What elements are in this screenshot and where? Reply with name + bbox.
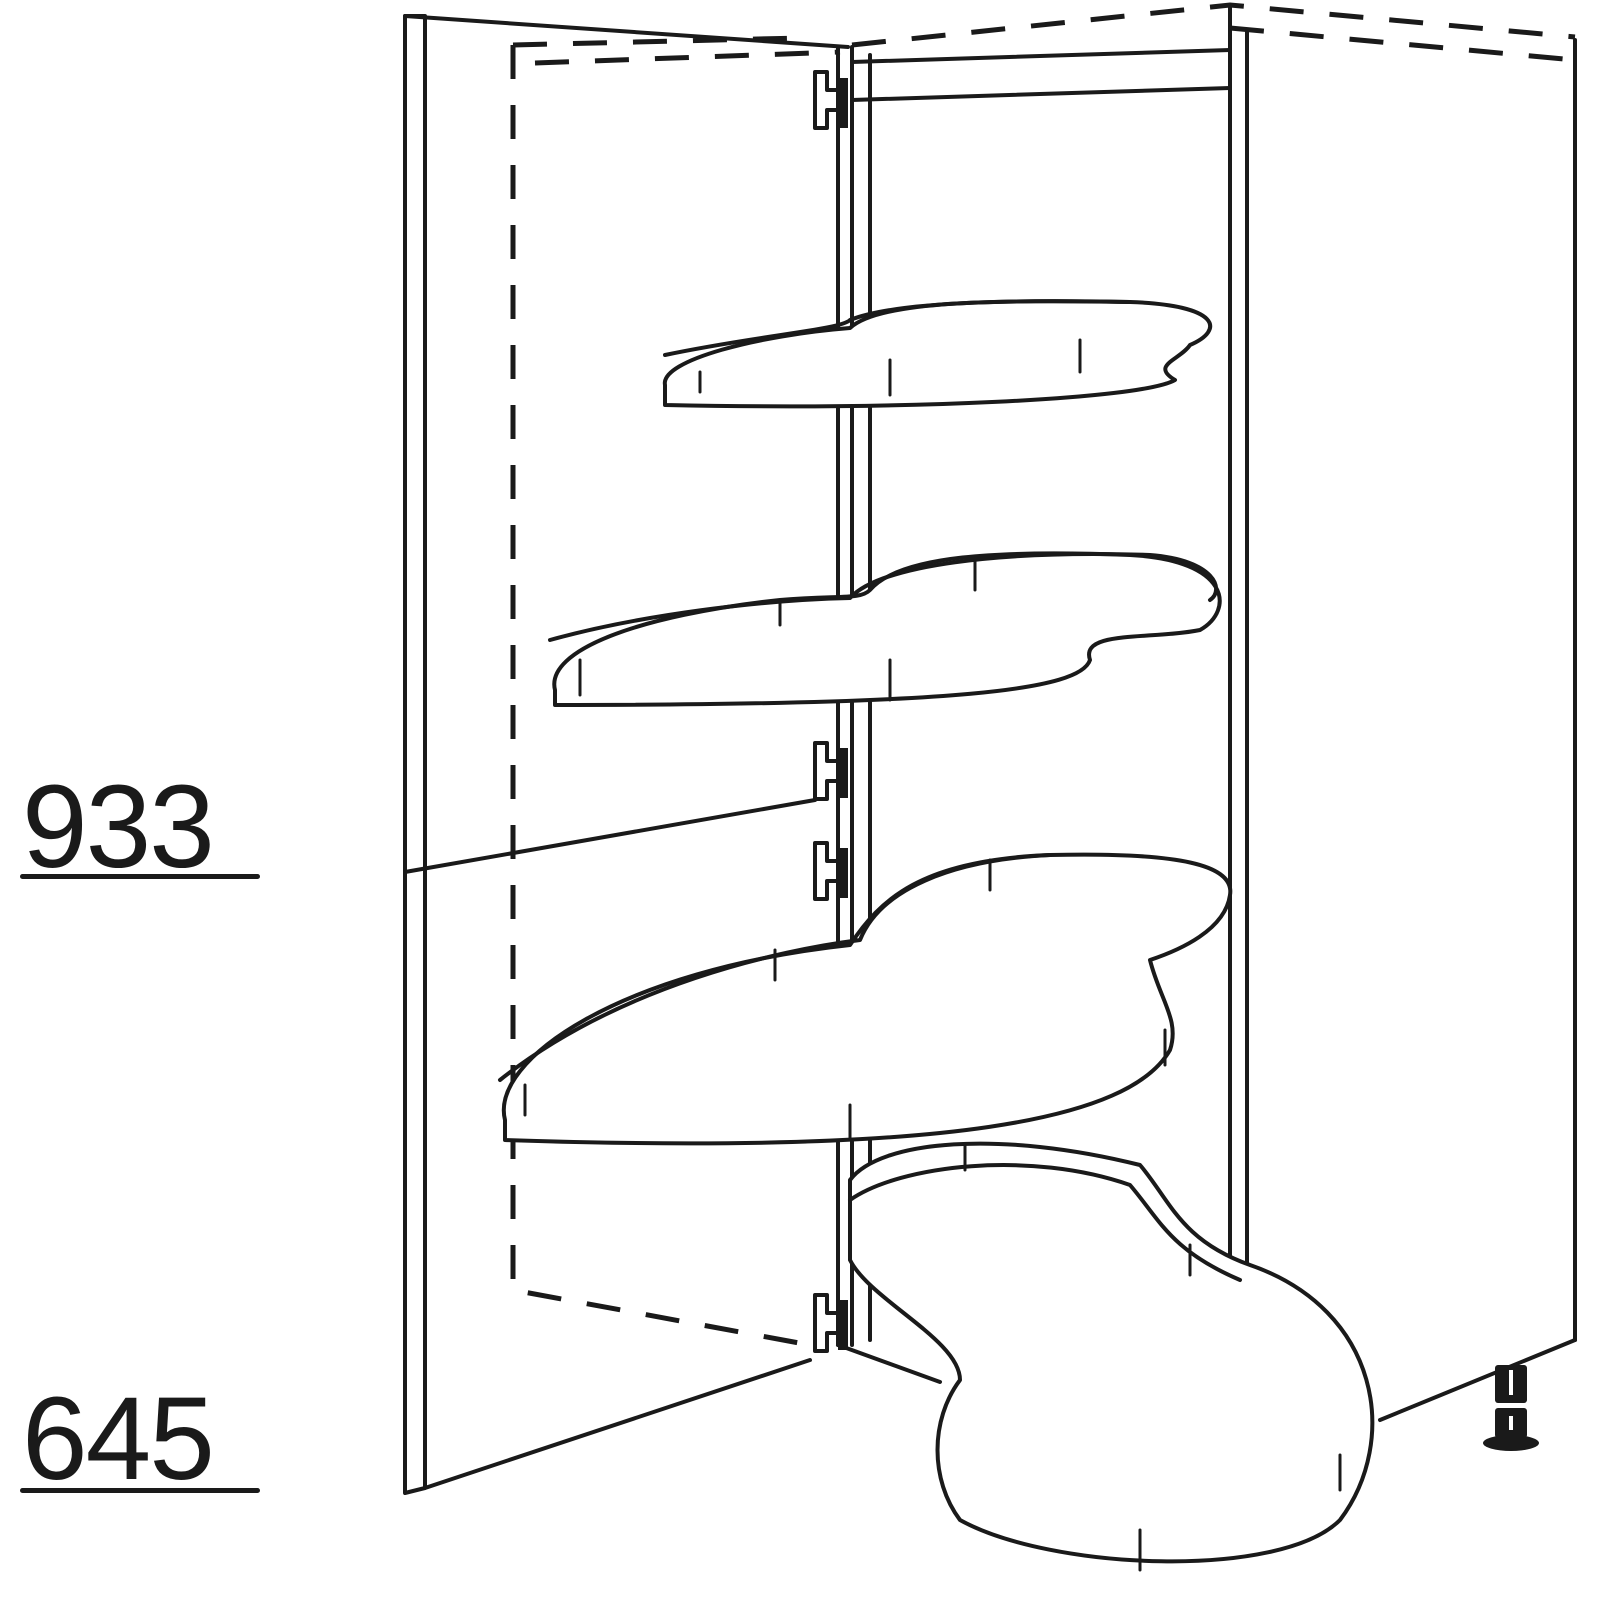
carousel-shelf-1 (662, 299, 1213, 409)
carousel-shelf-4 (848, 1141, 1375, 1572)
carousel-shelf-2 (548, 551, 1222, 707)
hinge-icon (813, 741, 848, 801)
dimension-rule-645 (20, 1488, 260, 1493)
hinges (813, 70, 848, 1353)
adjustable-foot-icon (1483, 1365, 1539, 1451)
dimension-label-645: 645 (22, 1373, 215, 1505)
hinge-icon (813, 70, 848, 130)
dimension-label-933: 933 (22, 761, 215, 893)
carousel-shelf-3 (498, 852, 1233, 1146)
door-panel (403, 14, 850, 1495)
hinge-icon (813, 841, 848, 901)
dimension-rule-933 (20, 874, 260, 879)
hinge-icon (813, 1293, 848, 1353)
